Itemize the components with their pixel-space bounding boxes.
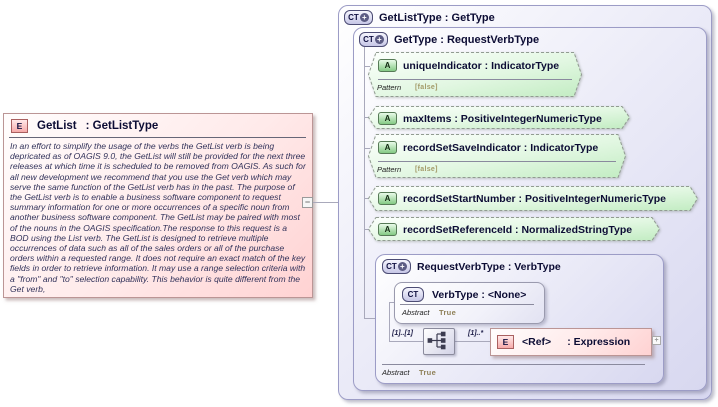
attribute-title: uniqueIndicator : IndicatorType <box>403 59 560 72</box>
connector-line <box>313 202 338 203</box>
element-icon: E <box>11 119 28 133</box>
connector-line <box>389 302 390 342</box>
attribute-box-uniqueindicator[interactable]: A uniqueIndicator : IndicatorType Patter… <box>368 52 582 97</box>
abstract-value: True <box>419 368 437 377</box>
element-type: : GetListType <box>85 120 159 132</box>
ct-label: CT <box>407 290 419 299</box>
element-description: In an effort to simplify the usage of th… <box>10 141 306 294</box>
attribute-box-recordsetreferenceid[interactable]: A recordSetReferenceId : NormalizedStrin… <box>368 217 660 241</box>
facet-label: Pattern <box>377 165 402 174</box>
ref-name: <Ref> <box>522 336 552 348</box>
sequence-icon[interactable] <box>423 328 455 355</box>
complex-type-icon: CT+ <box>382 259 411 274</box>
getlist-element-box[interactable]: E GetList : GetListType In an effort to … <box>3 113 313 298</box>
getlisttype-header[interactable]: CT+ GetListType : GetType <box>344 10 495 25</box>
facet-separator <box>378 161 616 162</box>
expand-toggle-icon[interactable]: + <box>652 336 661 345</box>
cardinality-label-left: [1]..[1] <box>392 330 413 337</box>
attribute-title: recordSetStartNumber : PositiveIntegerNu… <box>403 192 666 205</box>
attribute-title: maxItems : PositiveIntegerNumericType <box>403 112 602 125</box>
facet-separator <box>378 79 572 80</box>
abstract-separator <box>382 364 645 365</box>
derived-plus-icon: + <box>397 262 407 271</box>
header-separator <box>9 137 306 138</box>
connector-line <box>389 341 423 342</box>
attribute-title: recordSetSaveIndicator : IndicatorType <box>403 141 599 154</box>
abstract-label: Abstract <box>382 368 410 377</box>
complex-type-icon: CT+ <box>359 32 388 47</box>
connector-line <box>389 302 395 303</box>
attribute-box-recordsetstartnumber[interactable]: A recordSetStartNumber : PositiveInteger… <box>368 186 698 211</box>
facet-value: [false] <box>415 84 438 91</box>
gettype-header[interactable]: CT+ GetType : RequestVerbType <box>359 32 539 47</box>
element-name: GetList <box>37 120 77 132</box>
getlisttype-title: GetListType : GetType <box>379 11 495 24</box>
connector-line <box>364 47 365 319</box>
ct-label: CT <box>348 13 359 22</box>
derived-plus-icon: + <box>359 13 369 22</box>
ref-element-box[interactable]: E <Ref> : Expression <box>490 328 652 356</box>
connector-line <box>364 198 370 199</box>
element-icon: E <box>497 335 514 349</box>
verbtype-box[interactable]: CT VerbType : <None> Abstract True <box>394 282 545 324</box>
attribute-icon: A <box>378 192 397 205</box>
requestverbtype-title: RequestVerbType : VerbType <box>417 260 561 273</box>
connector-line <box>364 117 370 118</box>
complex-type-icon: CT <box>402 287 424 302</box>
attribute-icon: A <box>378 141 397 154</box>
requestverbtype-header[interactable]: CT+ RequestVerbType : VerbType <box>382 259 561 274</box>
connector-line <box>364 229 370 230</box>
derived-plus-icon: + <box>374 35 384 44</box>
ref-type: : Expression <box>567 336 631 348</box>
abstract-value: True <box>439 308 457 317</box>
connector-line <box>453 341 490 342</box>
facet-label: Pattern <box>377 83 402 92</box>
complex-type-icon: CT+ <box>344 10 373 25</box>
gettype-title: GetType : RequestVerbType <box>394 33 540 46</box>
abstract-label: Abstract <box>402 308 430 317</box>
connector-line <box>364 66 370 67</box>
attribute-box-maxitems[interactable]: A maxItems : PositiveIntegerNumericType <box>368 106 630 129</box>
cardinality-label-right: [1]..* <box>468 330 484 337</box>
verbtype-title: VerbType : <None> <box>432 288 527 301</box>
attribute-icon: A <box>378 112 397 125</box>
ct-label: CT <box>363 35 374 44</box>
attribute-title: recordSetReferenceId : NormalizedStringT… <box>403 223 633 236</box>
abstract-separator <box>400 304 534 305</box>
facet-value: [false] <box>415 166 438 173</box>
attribute-icon: A <box>378 223 397 236</box>
ct-label: CT <box>386 262 397 271</box>
collapse-toggle-icon[interactable]: − <box>302 197 313 208</box>
connector-line <box>364 148 370 149</box>
attribute-icon: A <box>378 59 397 72</box>
attribute-box-recordsetsaveindicator[interactable]: A recordSetSaveIndicator : IndicatorType… <box>368 134 626 178</box>
